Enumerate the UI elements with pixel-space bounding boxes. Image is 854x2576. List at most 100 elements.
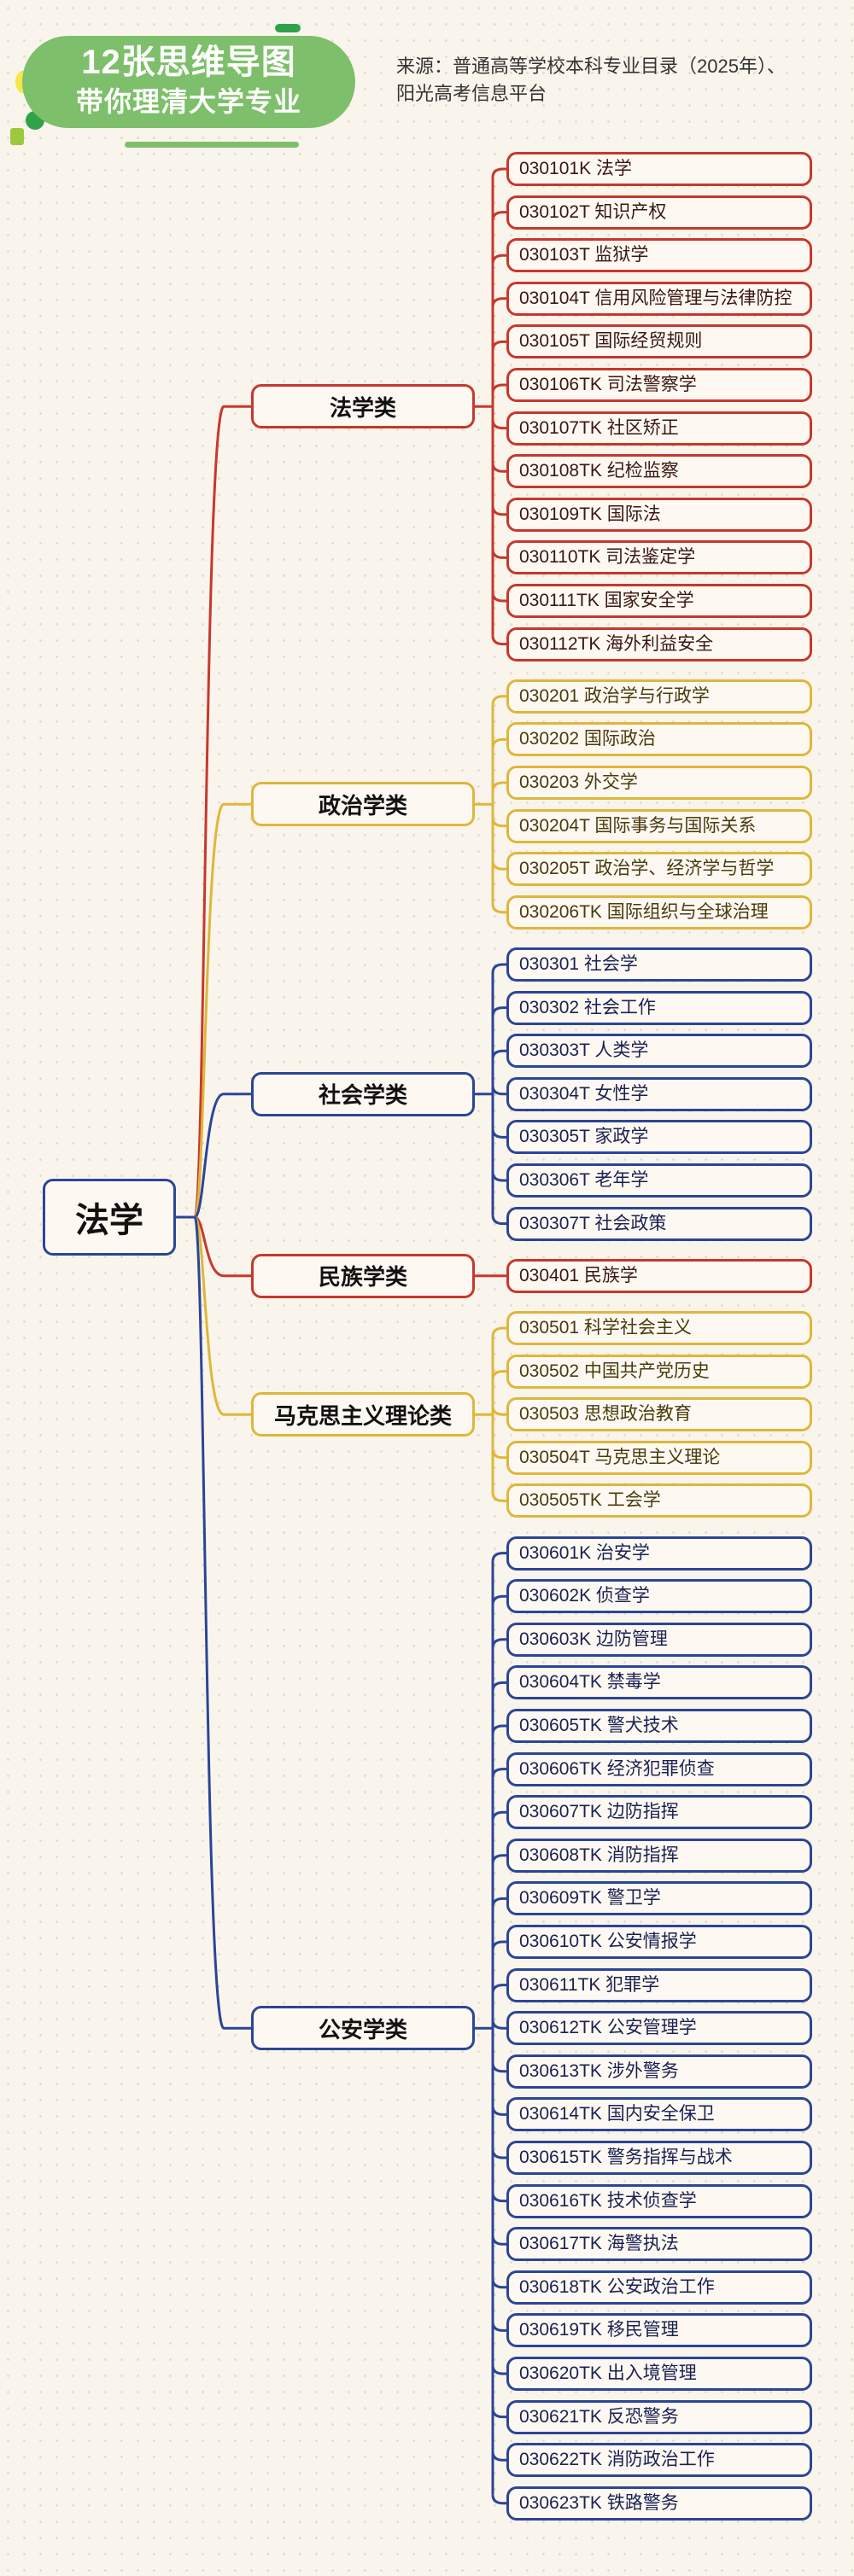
leaf-line bbox=[491, 2494, 506, 2505]
leaf-line bbox=[491, 1448, 506, 1460]
major-item[interactable]: 030202 国际政治 bbox=[506, 722, 812, 757]
major-item[interactable]: 030203 外交学 bbox=[506, 766, 812, 800]
major-item[interactable]: 030106TK 司法警察学 bbox=[506, 368, 812, 402]
major-item[interactable]: 030504T 马克思主义理论 bbox=[506, 1440, 812, 1475]
major-item[interactable]: 030615TK 警务指挥与战术 bbox=[506, 2141, 812, 2175]
leaf-line bbox=[491, 737, 506, 749]
major-item[interactable]: 030502 中国共产党历史 bbox=[506, 1354, 812, 1389]
major-item[interactable]: 030610TK 公安情报学 bbox=[506, 1925, 812, 1959]
major-item[interactable]: 030301 社会学 bbox=[506, 947, 812, 982]
branch-line bbox=[176, 1215, 251, 2030]
major-item[interactable]: 030608TK 消防指挥 bbox=[506, 1838, 812, 1873]
leaf-line bbox=[491, 1594, 506, 1606]
leaf-line bbox=[491, 1897, 506, 1908]
leaf-line bbox=[491, 695, 506, 705]
major-item[interactable]: 030205T 政治学、经济学与哲学 bbox=[506, 852, 812, 887]
major-item[interactable]: 030503 思想政治教育 bbox=[506, 1397, 812, 1432]
leaf-line bbox=[491, 340, 506, 351]
major-item[interactable]: 030302 社会工作 bbox=[506, 990, 812, 1025]
branch-line bbox=[176, 802, 251, 1219]
title-line1: 12张思维导图 bbox=[81, 44, 296, 81]
decor-square-lime bbox=[10, 128, 24, 145]
leaf-line bbox=[491, 2451, 506, 2462]
branch-line bbox=[176, 1093, 251, 1219]
leaf-line bbox=[491, 2364, 506, 2375]
leaf-line bbox=[491, 1681, 506, 1692]
major-item[interactable]: 030107TK 社区矫正 bbox=[506, 411, 812, 446]
source-note: 来源：普通高等学校本科专业目录（2025年）、 阳光高考信息平台 bbox=[396, 53, 840, 108]
major-item[interactable]: 030102T 知识产权 bbox=[506, 195, 812, 230]
major-item[interactable]: 030206TK 国际组织与全球治理 bbox=[506, 895, 812, 930]
major-item[interactable]: 030401 民族学 bbox=[506, 1258, 812, 1293]
major-item[interactable]: 030204T 国际事务与国际关系 bbox=[506, 808, 812, 843]
major-item[interactable]: 030109TK 国际法 bbox=[506, 497, 812, 532]
leaf-line bbox=[491, 1940, 506, 1951]
leaf-line bbox=[491, 383, 506, 394]
leaf-line bbox=[491, 1854, 506, 1864]
leaf-line bbox=[491, 211, 506, 221]
category-node[interactable]: 公安学类 bbox=[251, 2006, 475, 2051]
major-item[interactable]: 030609TK 警卫学 bbox=[506, 1881, 812, 1916]
major-item[interactable]: 030607TK 边防指挥 bbox=[506, 1795, 812, 1830]
major-item[interactable]: 030305T 家政学 bbox=[506, 1120, 812, 1155]
category-node[interactable]: 社会学类 bbox=[251, 1071, 475, 1116]
major-item[interactable]: 030601K 治安学 bbox=[506, 1536, 812, 1571]
major-item[interactable]: 030621TK 反恐警务 bbox=[506, 2399, 812, 2434]
major-item[interactable]: 030617TK 海警执法 bbox=[506, 2227, 812, 2262]
major-item[interactable]: 030110TK 司法鉴定学 bbox=[506, 540, 812, 575]
major-item[interactable]: 030619TK 移民管理 bbox=[506, 2313, 812, 2348]
leaf-line bbox=[491, 2322, 506, 2332]
branch-line bbox=[176, 405, 251, 1219]
major-item[interactable]: 030101K 法学 bbox=[506, 152, 812, 186]
leaf-line bbox=[491, 463, 506, 473]
leaf-line bbox=[491, 2106, 506, 2116]
leaf-line bbox=[491, 1128, 506, 1139]
major-item[interactable]: 030611TK 犯罪学 bbox=[506, 1967, 812, 2002]
leaf-line bbox=[491, 1171, 506, 1182]
major-item[interactable]: 030304T 女性学 bbox=[506, 1076, 812, 1111]
major-item[interactable]: 030620TK 出入境管理 bbox=[506, 2357, 812, 2391]
major-item[interactable]: 030303T 人类学 bbox=[506, 1034, 812, 1069]
major-item[interactable]: 030306T 老年学 bbox=[506, 1163, 812, 1198]
major-item[interactable]: 030622TK 消防政治工作 bbox=[506, 2443, 812, 2478]
major-item[interactable]: 030103T 监狱学 bbox=[506, 238, 812, 273]
major-item[interactable]: 030108TK 纪检监察 bbox=[506, 454, 812, 489]
major-item[interactable]: 030604TK 禁毒学 bbox=[506, 1665, 812, 1700]
source-line1: 来源：普通高等学校本科专业目录（2025年）、 bbox=[396, 55, 786, 77]
leaf-line bbox=[491, 1724, 506, 1735]
major-item[interactable]: 030104T 信用风险管理与法律防控 bbox=[506, 281, 812, 316]
leaf-line bbox=[491, 1492, 506, 1502]
major-item[interactable]: 030606TK 经济犯罪侦查 bbox=[506, 1751, 812, 1786]
major-item[interactable]: 030614TK 国内安全保卫 bbox=[506, 2097, 812, 2132]
major-item[interactable]: 030616TK 技术侦查学 bbox=[506, 2183, 812, 2218]
category-node[interactable]: 政治学类 bbox=[251, 782, 475, 827]
major-item[interactable]: 030605TK 警犬技术 bbox=[506, 1709, 812, 1743]
leaf-line bbox=[491, 1049, 506, 1060]
major-item[interactable]: 030612TK 公安管理学 bbox=[506, 2011, 812, 2046]
leaf-line bbox=[491, 1552, 506, 1562]
major-item[interactable]: 030618TK 公安政治工作 bbox=[506, 2270, 812, 2305]
major-item[interactable]: 030623TK 铁路警务 bbox=[506, 2486, 812, 2521]
category-node[interactable]: 民族学类 bbox=[251, 1253, 475, 1298]
major-item[interactable]: 030307T 社会政策 bbox=[506, 1206, 812, 1241]
category-node[interactable]: 马克思主义理论类 bbox=[251, 1392, 475, 1437]
major-item[interactable]: 030603K 边防管理 bbox=[506, 1622, 812, 1657]
leaf-line bbox=[491, 254, 506, 265]
major-item[interactable]: 030613TK 涉外警务 bbox=[506, 2054, 812, 2089]
major-item[interactable]: 030602K 侦查学 bbox=[506, 1579, 812, 1614]
leaf-line bbox=[491, 903, 506, 914]
leaf-line bbox=[491, 1085, 506, 1096]
category-node[interactable]: 法学类 bbox=[251, 384, 475, 429]
leaf-line bbox=[491, 1984, 506, 1994]
major-item[interactable]: 030201 政治学与行政学 bbox=[506, 679, 812, 714]
major-item[interactable]: 030505TK 工会学 bbox=[506, 1483, 812, 1518]
leaf-line bbox=[491, 1215, 506, 1226]
root-node[interactable]: 法学 bbox=[43, 1179, 176, 1256]
major-item[interactable]: 030501 科学社会主义 bbox=[506, 1311, 812, 1345]
major-item[interactable]: 030112TK 海外利益安全 bbox=[506, 627, 812, 661]
leaf-line bbox=[491, 2062, 506, 2073]
major-item[interactable]: 030111TK 国家安全学 bbox=[506, 584, 812, 618]
major-item[interactable]: 030105T 国际经贸规则 bbox=[506, 324, 812, 359]
leaf-line bbox=[491, 2408, 506, 2419]
